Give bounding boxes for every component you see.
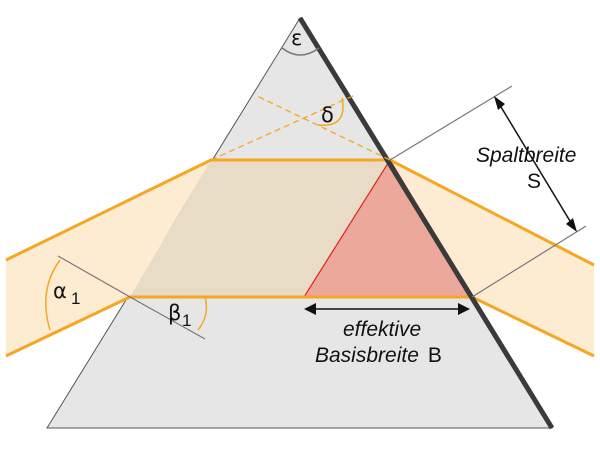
gap-width-arrow [494,96,577,232]
epsilon-label: ε [291,26,302,50]
outgoing-beam [390,160,594,356]
gap-width-label: Spaltbreite [476,144,576,167]
prism-exit-face [297,16,555,430]
delta-label: δ [321,103,334,127]
incoming-beam [6,160,211,356]
base-width-label: Basisbreite B [315,344,442,367]
angle-arcs [45,47,344,331]
epsilon-arc [281,47,320,56]
alpha-subscript: 1 [71,289,80,308]
base-width-text: Basisbreite [315,344,419,367]
effective-label: effektive [343,318,421,341]
base-width-arrow [304,303,470,315]
alpha-arc [45,259,61,331]
alpha-label: α [53,279,67,303]
delta-arc [317,97,344,126]
beta-subscript: 1 [182,311,191,330]
deviation-construction [210,94,391,161]
helper-lines [57,85,587,340]
beta-arc [197,296,208,331]
beam-edges [5,158,595,358]
gap-width-symbol: S [527,170,541,193]
base-width-symbol: B [428,344,442,367]
beta-label: β [168,301,181,325]
